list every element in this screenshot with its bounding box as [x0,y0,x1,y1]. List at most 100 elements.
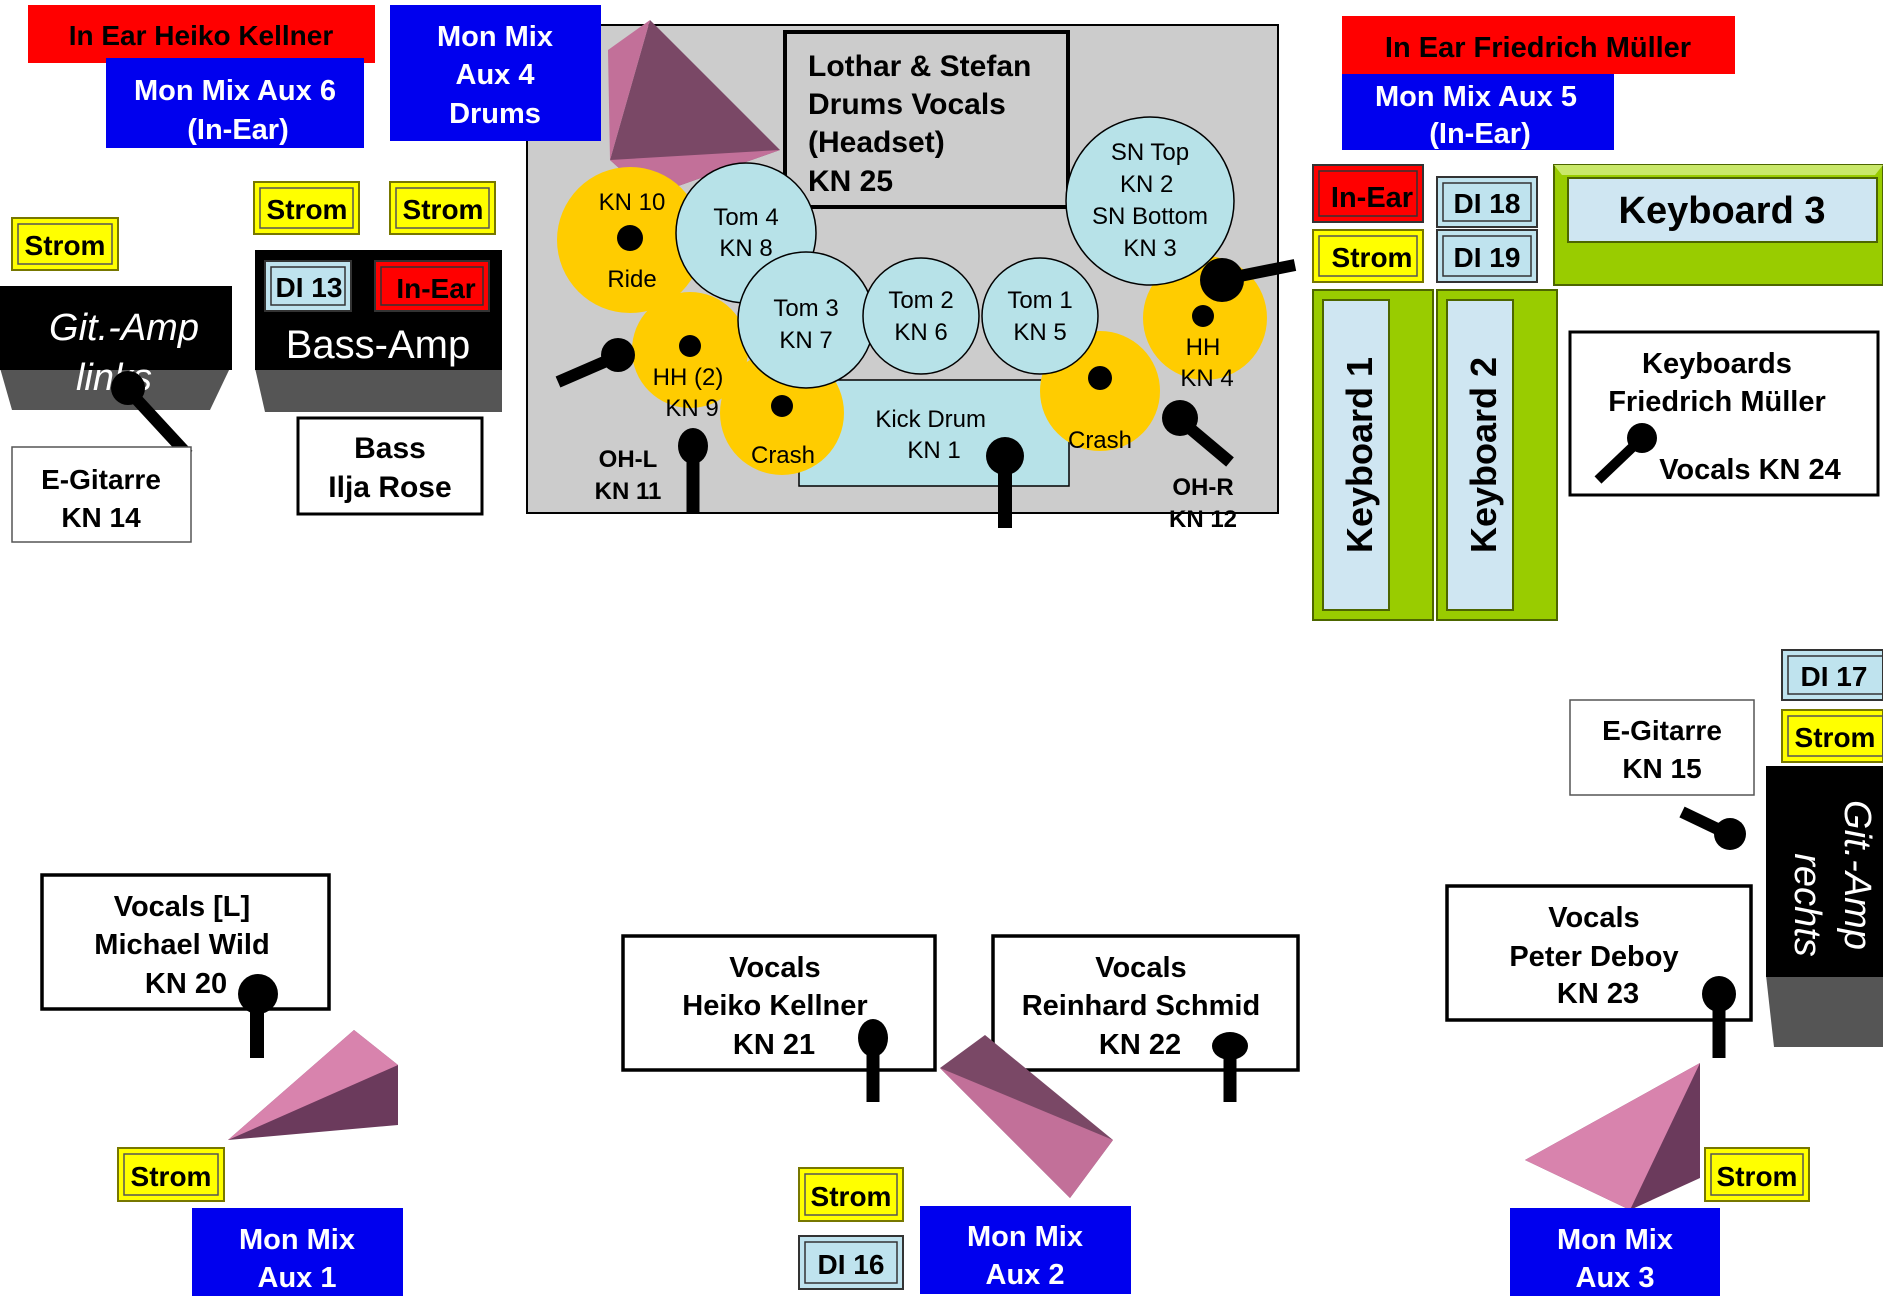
wedge-aux1 [228,1030,398,1140]
crash-right-dot [1088,366,1112,390]
vocals-michael-box [40,873,331,1011]
svg-text:Keyboard 2: Keyboard 2 [1463,357,1504,553]
strom-box: Strom [1781,709,1883,763]
svg-text:Strom: Strom [267,194,348,225]
strom-box: Strom [117,1147,225,1202]
di-13-box: DI 13 [264,260,352,312]
mic-kick [986,437,1024,528]
in-ear-bass-box: In-Ear [374,260,490,312]
wedge-drums [608,20,780,196]
svg-text:Git.-Amp: Git.-Amp [1836,800,1878,950]
wedge-aux3 [1525,1063,1700,1210]
in-ear-heiko-label: In Ear Heiko Kellner [69,20,334,51]
svg-text:Strom: Strom [25,230,106,261]
vocals-peter-box [1445,884,1753,1022]
svg-text:Keyboard 1: Keyboard 1 [1339,357,1380,553]
tom-1 [981,257,1099,375]
mic-vocals-peter [1702,976,1736,1058]
mic-keys-vocals [1594,423,1657,484]
mon-aux3-box [1510,1208,1720,1296]
svg-text:Strom: Strom [1795,722,1876,753]
svg-text:DI 16: DI 16 [818,1249,885,1280]
hh2-dot [679,335,701,357]
svg-text:DI 13: DI 13 [276,272,343,303]
guitar-amp-right: Git.-Amp rechts [1766,766,1883,1047]
svg-text:In-Ear: In-Ear [396,273,475,304]
mon-aux1-box [192,1208,403,1296]
egit-right-box [1569,699,1755,796]
strom-box: Strom [1312,229,1424,283]
svg-text:DI 18: DI 18 [1454,188,1521,219]
tom-2 [862,257,980,375]
drummers-box [783,30,1070,209]
keyboards-friedrich-label: Keyboards Friedrich Müller Vocals KN 24 [1608,348,1841,486]
mic-hh4 [1200,258,1297,302]
strom-box: Strom [11,217,119,271]
kick-drum [798,379,1070,487]
kn10-label: KN 10 [599,189,666,216]
vocals-peter-label: Vocals Peter Deboy KN 23 [1509,902,1686,1010]
mon-aux5-label: Mon Mix Aux 5(In-Ear) [1375,81,1577,150]
hh4-dot [1192,305,1214,327]
crash-right-label: Crash [1068,427,1132,454]
egit-left-box [11,446,192,543]
wedge-aux2 [940,1035,1113,1198]
mic-oh-l [678,428,708,513]
mon-aux4-box [390,5,601,141]
strom-box: Strom [389,181,496,235]
kick-label: Kick Drum KN 1 [875,406,992,464]
di-19-box: DI 19 [1436,229,1538,283]
mic-vocals-michael [238,974,278,1058]
strom-box: Strom [1704,1147,1810,1202]
svg-text:Strom: Strom [1332,242,1413,273]
mon-aux6-label: Mon Mix Aux 6(In-Ear) [134,75,336,146]
in-ear-friedrich-box [1342,16,1735,74]
di-16-box: DI 16 [798,1235,904,1290]
mon-aux2-box [920,1206,1131,1294]
mic-oh-r [1162,400,1234,467]
svg-text:Strom: Strom [131,1161,212,1192]
crash-left-label: Crash [751,442,815,469]
vocals-heiko-label: Vocals Heiko Kellner KN 21 [682,952,875,1061]
di-17-box: DI 17 [1781,649,1883,701]
bass-box [296,416,484,516]
svg-text:rechts: rechts [1786,853,1828,956]
vocals-michael-label: Vocals [L] Michael Wild KN 20 [94,891,277,1000]
in-ear-keys-box: In-Ear [1312,164,1424,223]
crash-left-dot [771,395,793,417]
vocals-reinhard-label: Vocals Reinhard Schmid KN 22 [1022,952,1269,1061]
keyboard-1: Keyboard 1 [1312,289,1434,621]
strom-box: Strom [253,181,360,235]
di-18-box: DI 18 [1436,176,1538,228]
mic-egit-left [111,371,193,460]
mon-aux5-box [1342,74,1614,150]
svg-text:Keyboard 3: Keyboard 3 [1619,190,1826,232]
keyboard-3: Keyboard 3 [1553,164,1883,286]
mic-vocals-reinhard [1212,1032,1248,1102]
mic-egit-right [1679,806,1746,850]
in-ear-friedrich-label: In Ear Friedrich Müller [1385,32,1691,64]
svg-text:Strom: Strom [811,1181,892,1212]
svg-text:In-Ear: In-Ear [1331,182,1413,214]
svg-text:DI 17: DI 17 [1801,661,1868,692]
svg-text:Strom: Strom [1717,1161,1798,1192]
strom-box: Strom [798,1167,904,1222]
svg-text:DI 19: DI 19 [1454,242,1521,273]
mon-aux6-box [106,58,364,148]
mic-vocals-heiko [858,1019,888,1102]
